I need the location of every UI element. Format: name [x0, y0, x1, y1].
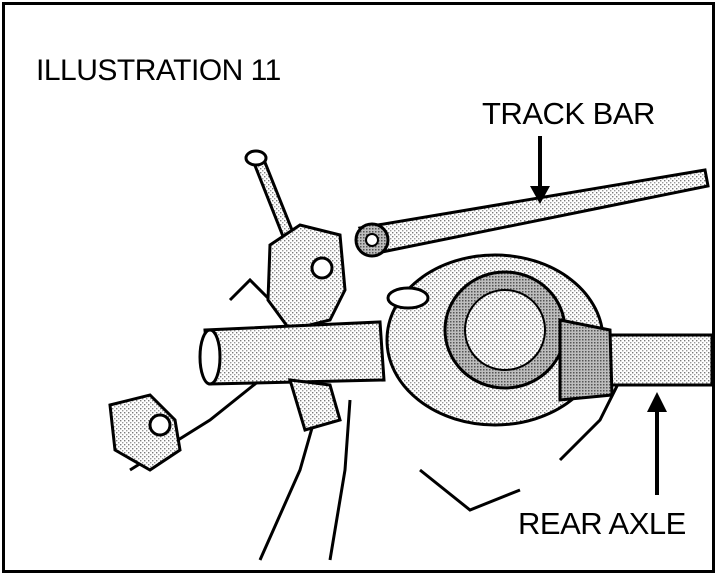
track-bar-label: TRACK BAR: [482, 96, 655, 131]
rear-axle-label: REAR AXLE: [518, 506, 686, 541]
track-bar: [354, 168, 710, 258]
illustration-title: ILLUSTRATION 11: [36, 54, 281, 87]
track-bar-arrow: [530, 136, 550, 204]
rear-axle-arrow: [647, 392, 667, 495]
upper-shock-mount: [266, 223, 347, 332]
differential-housing: [385, 253, 605, 427]
illustration-frame: [2, 2, 715, 573]
axle-tube-left: [198, 320, 386, 386]
axle-tube-right: [558, 318, 714, 402]
lower-bracket: [108, 378, 342, 472]
